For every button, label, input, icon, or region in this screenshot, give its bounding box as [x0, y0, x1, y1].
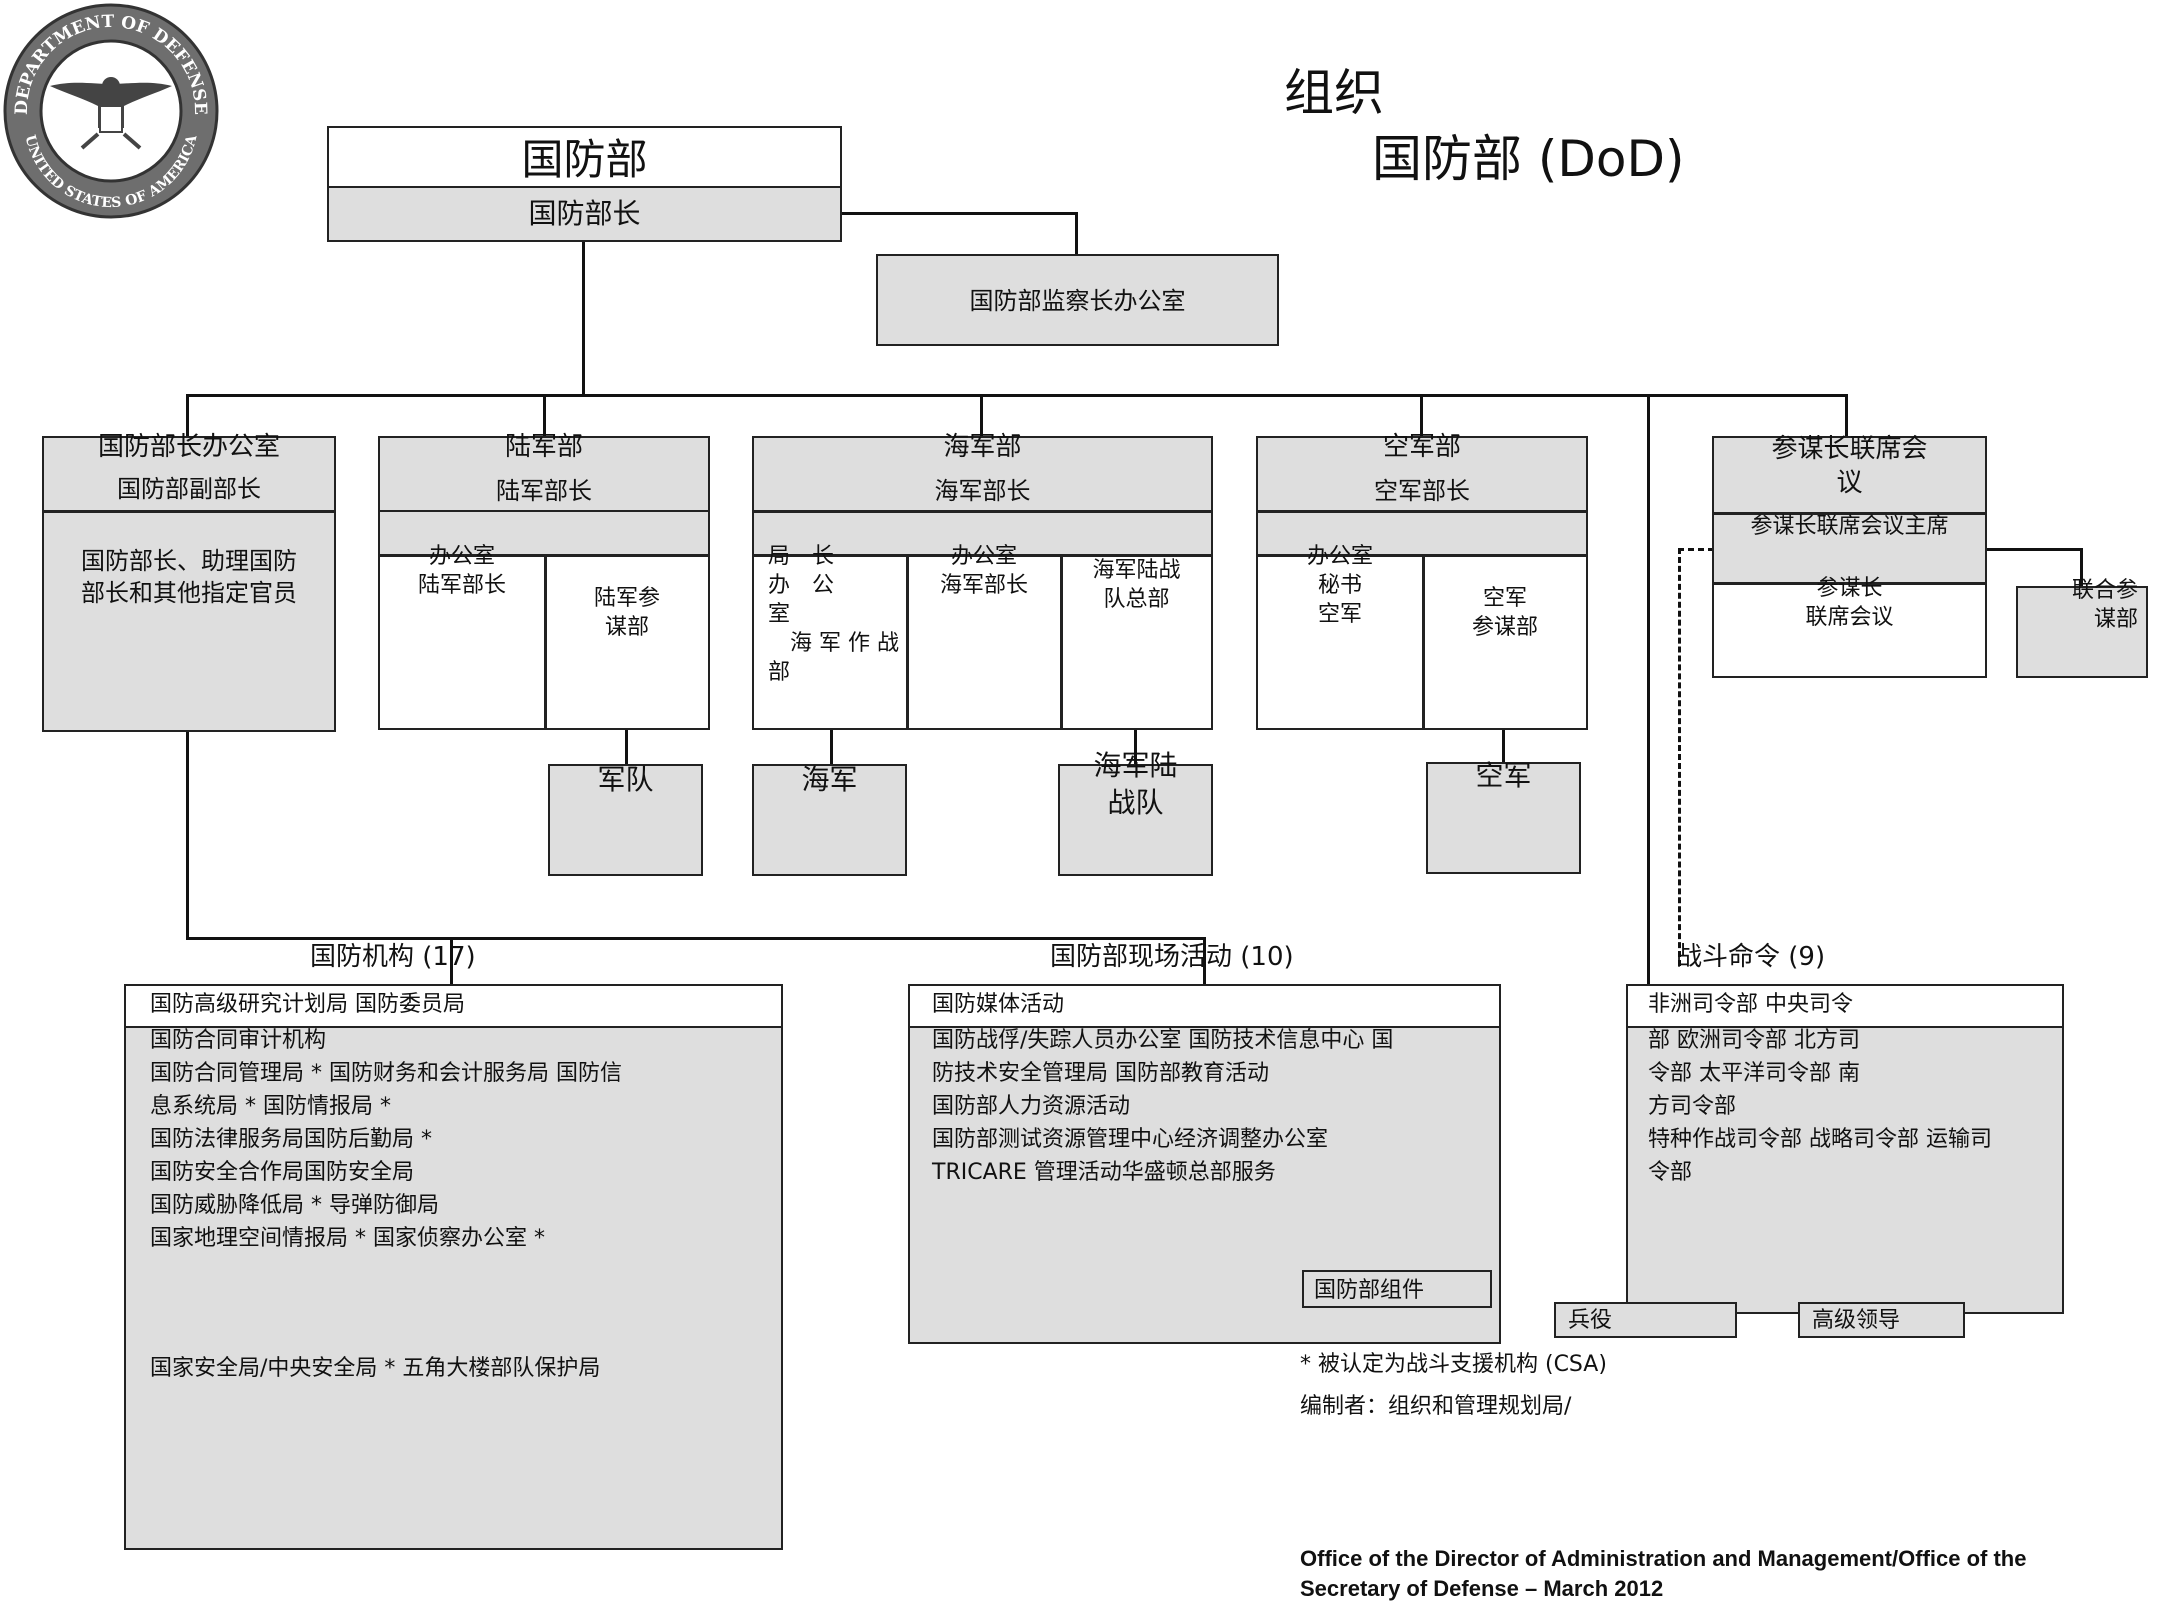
connector-jcs [1845, 394, 1848, 438]
connector-field [1203, 937, 1206, 985]
footer-note: Office of the Director of Administration… [1300, 1546, 2027, 1601]
connector-main-bus [186, 394, 1848, 397]
marines-child-box: 海军陆 战队 [1058, 749, 1213, 876]
army-staff-label: 陆军参 谋部 [593, 586, 660, 641]
combatant-box: 非洲司令部 中央司令 部 欧洲司令部 北方司 令部 太平洋司令部 南 方司令部 … [1626, 984, 2064, 1314]
eagle-icon [50, 77, 172, 150]
combatant-first: 非洲司令部 中央司令 [1648, 992, 1853, 1017]
connector-agencies-bus [186, 937, 1206, 940]
field-box: 国防媒体活动 国防战俘/失踪人员办公室 国防技术信息中心 国 防技术安全管理局 … [908, 984, 1501, 1344]
field-first: 国防媒体活动 [932, 992, 1065, 1017]
airforce-box: 空军部 空军部长 办公室 秘书 空军 空军 参谋部 [1256, 432, 1588, 730]
connector-navy-child [830, 728, 833, 766]
connector-combatant [1647, 394, 1650, 1336]
senior-leadership-label: 高级领导 [1812, 1308, 1901, 1333]
agencies-list: 国防合同审计机构 国防合同管理局 * 国防财务和会计服务局 国防信 息系统局 *… [150, 1028, 622, 1251]
airforce-child-box: 空军 [1426, 759, 1581, 874]
airforce-title: 空军部 [1382, 432, 1461, 462]
connector-ig-down [1075, 212, 1078, 256]
dod-seal: DEPARTMENT OF DEFENSE UNITED STATES OF A… [3, 3, 219, 219]
airforce-subtitle: 空军部长 [1374, 477, 1470, 505]
jcs-title: 参谋长联席会 议 [1771, 434, 1928, 499]
army-title: 陆军部 [504, 432, 583, 462]
agencies-last: 国家安全局/中央安全局 * 五角大楼部队保护局 [150, 1356, 601, 1381]
inspector-general-box: 国防部监察长办公室 [876, 254, 1279, 346]
army-subtitle: 陆军部长 [496, 477, 592, 505]
field-list: 国防战俘/失踪人员办公室 国防技术信息中心 国 防技术安全管理局 国防部教育活动… [932, 1028, 1394, 1185]
compiled-note: 编制者：组织和管理规划局/ [1300, 1394, 1572, 1419]
army-box: 陆军部 陆军部长 办公室 陆军部长 陆军参 谋部 [378, 432, 710, 730]
army-office-label: 办公室 陆军部长 [417, 544, 506, 599]
senior-leadership-box: 高级领导 [1798, 1302, 1965, 1338]
connector-marines-child [1134, 728, 1137, 766]
service-label: 兵役 [1568, 1308, 1613, 1333]
connector-jcs-dashed [1678, 548, 1681, 966]
combatant-heading: 战斗命令 (9) [1676, 942, 1826, 972]
connector-navy [980, 394, 983, 438]
navy-child-label: 海军 [801, 763, 858, 796]
jcs-lower-label: 参谋长 联席会议 [1805, 576, 1894, 631]
connector-joint-staff [1986, 548, 2083, 551]
army-troops-box: 军队 [548, 763, 703, 876]
airforce-child-label: 空军 [1475, 759, 1532, 792]
agencies-first: 国防高级研究计划局 国防委员局 [150, 992, 465, 1017]
jcs-box: 参谋长联席会 议 参谋长联席会议主席 参谋长 联席会议 [1712, 434, 1987, 678]
secdef-box: 国防部长 [327, 186, 842, 242]
field-heading: 国防部现场活动 (10) [1050, 942, 1294, 972]
navy-child-box: 海军 [752, 763, 907, 876]
osd-body: 国防部长、助理国防 部长和其他指定官员 [81, 547, 297, 607]
combatant-list: 部 欧洲司令部 北方司 令部 太平洋司令部 南 方司令部 特种作战司令部 战略司… [1648, 1028, 1992, 1185]
joint-staff-label: 联合参 谋部 [2071, 578, 2138, 633]
connector-top-down [582, 240, 585, 396]
connector-joint-staff-down [2080, 548, 2083, 588]
navy-office-label: 办公室 海军部长 [939, 544, 1028, 599]
dod-box: 国防部 [327, 126, 842, 188]
dod-title: 国防部 [521, 135, 648, 184]
connector-to-ig [840, 212, 1078, 215]
osd-box: 国防部长办公室 国防部副部长 国防部长、助理国防 部长和其他指定官员 [42, 432, 336, 732]
connector-osd-down [186, 730, 189, 940]
navy-title: 海军部 [943, 432, 1022, 462]
jcs-chairman: 参谋长联席会议主席 [1750, 514, 1949, 539]
legend-dod-component-label: 国防部组件 [1314, 1278, 1425, 1303]
connector-osd [186, 394, 189, 438]
legend-dod-component: 国防部组件 [1302, 1270, 1492, 1308]
osd-subtitle: 国防部副部长 [117, 475, 261, 503]
inspector-general-label: 国防部监察长办公室 [969, 287, 1186, 315]
navy-marines-hq-label: 海军陆战 队总部 [1092, 558, 1181, 613]
heading-organization: 组织 [1284, 64, 1384, 122]
connector-army-troops [625, 728, 628, 766]
agencies-box: 国防高级研究计划局 国防委员局 国防合同审计机构 国防合同管理局 * 国防财务和… [124, 984, 783, 1550]
agencies-heading: 国防机构 (17) [310, 942, 476, 972]
marines-child-label: 海军陆 战队 [1093, 749, 1178, 819]
connector-airforce [1420, 394, 1423, 438]
secdef-title: 国防部长 [528, 197, 641, 230]
navy-subtitle: 海军部长 [934, 477, 1031, 505]
airforce-staff-label: 空军 参谋部 [1471, 586, 1538, 641]
osd-title: 国防部长办公室 [97, 432, 280, 462]
connector-jcs-dashed-h [1678, 548, 1714, 551]
connector-agencies [450, 937, 453, 985]
heading-dod: 国防部 (DoD) [1372, 130, 1685, 188]
army-troops-label: 军队 [597, 763, 654, 796]
navy-box: 海军部 海军部长 局 长 办 公 室 海 军 作 战 部 办公室 海军部长 海军… [752, 432, 1213, 730]
joint-staff-box: 联合参 谋部 [2016, 578, 2148, 678]
service-box: 兵役 [1554, 1302, 1737, 1338]
connector-af-child [1502, 728, 1505, 764]
airforce-office-label: 办公室 秘书 空军 [1306, 544, 1373, 628]
navy-cno-label: 局 长 办 公 室 海 军 作 战 部 [768, 544, 899, 686]
csa-note: * 被认定为战斗支援机构 (CSA) [1300, 1352, 1607, 1377]
connector-army [543, 394, 546, 438]
